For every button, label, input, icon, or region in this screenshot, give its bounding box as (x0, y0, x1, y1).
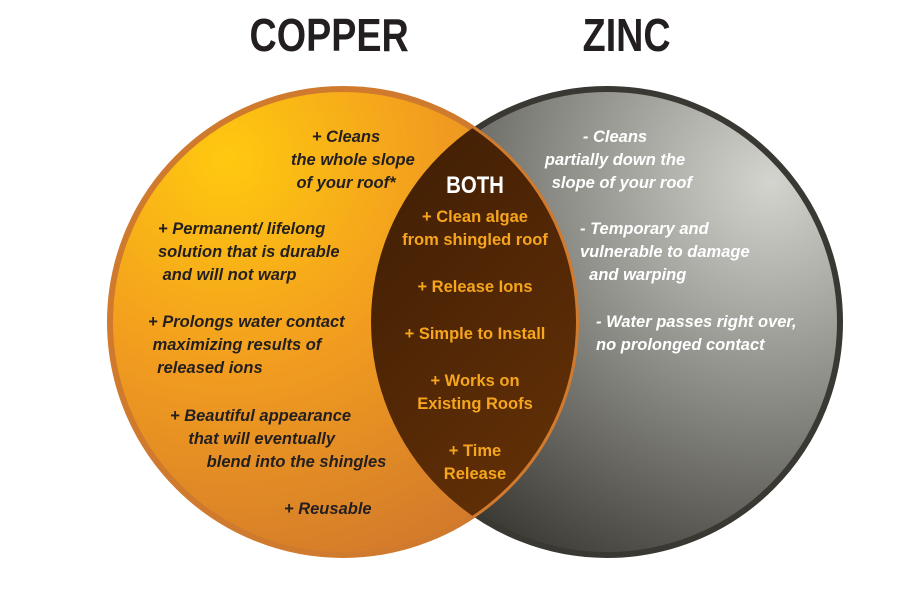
both-item: + Simple to Install (404, 325, 546, 343)
both-title: BOTH (446, 172, 504, 199)
zinc-item: - Water passes right over, no prolonged … (596, 313, 797, 354)
zinc-item: - Cleans partially down the slope of you… (544, 128, 692, 192)
copper-title: COPPER (249, 9, 409, 61)
overlap-region (371, 89, 576, 555)
copper-item: + Prolongs water contact maximizing resu… (148, 313, 345, 377)
both-item: + Release Ions (417, 278, 533, 296)
both-item: + Works on Existing Roofs (417, 372, 533, 413)
both-item: + Clean algae from shingled roof (402, 208, 548, 249)
copper-item: + Cleans the whole slope of your roof* (290, 128, 415, 192)
zinc-title: ZINC (582, 9, 671, 61)
zinc-item: - Temporary and vulnerable to damage and… (580, 220, 750, 284)
copper-item: + Permanent/ lifelong solution that is d… (158, 220, 340, 284)
copper-item: + Reusable (284, 500, 372, 518)
copper-item: + Beautiful appearance that will eventua… (170, 407, 387, 471)
both-item: + Time Release (443, 442, 507, 483)
